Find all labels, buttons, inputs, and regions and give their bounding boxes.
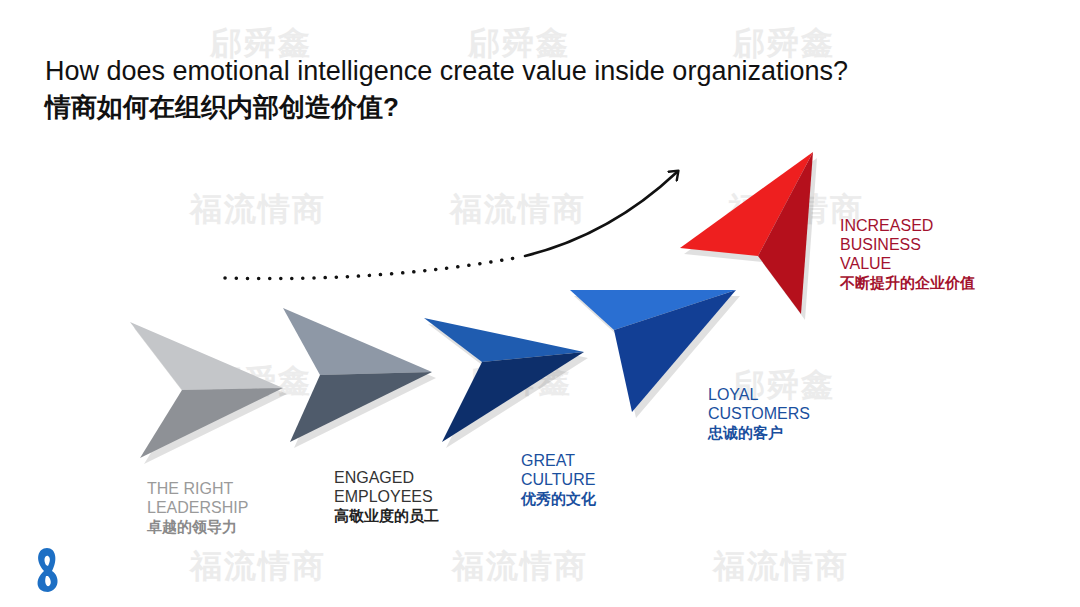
watermark: 福流情商 bbox=[713, 545, 849, 589]
stage-label-zh: 卓越的领导力 bbox=[147, 517, 237, 536]
arrow-bottom-face bbox=[758, 152, 813, 314]
logo-mark bbox=[45, 556, 51, 586]
subtitle: 情商如何在组织内部创造价值? bbox=[45, 90, 399, 125]
stage-label-zh: 不断提升的企业价值 bbox=[840, 273, 975, 292]
watermark: 福流情商 bbox=[190, 545, 326, 589]
arrow-node: INCREASED BUSINESS VALUE不断提升的企业价值 bbox=[675, 145, 977, 322]
stage-label: GREAT CULTURE bbox=[521, 451, 613, 489]
arrow-node: THE RIGHT LEADERSHIP卓越的领导力 bbox=[120, 300, 289, 538]
arrow-node: GREAT CULTURE优秀的文化 bbox=[420, 300, 615, 510]
arrow-bottom-face bbox=[140, 388, 283, 458]
dotted-trend bbox=[225, 258, 515, 279]
watermark: 福流情商 bbox=[190, 188, 326, 232]
stage-label: ENGAGED EMPLOYEES bbox=[334, 468, 446, 506]
arrow-top-face bbox=[130, 322, 283, 390]
stage-label: INCREASED BUSINESS VALUE bbox=[840, 216, 952, 273]
watermark: 福流情商 bbox=[450, 188, 586, 232]
stage-label: LOYAL CUSTOMERS bbox=[708, 385, 820, 423]
arrow-node: ENGAGED EMPLOYEES高敬业度的员工 bbox=[280, 300, 448, 527]
arrow-bottom-face bbox=[442, 352, 584, 442]
arrow-bottom-face bbox=[290, 372, 432, 442]
stage-label-zh: 忠诚的客户 bbox=[708, 423, 783, 442]
arrow-top-face bbox=[283, 308, 432, 375]
logo bbox=[38, 548, 58, 592]
arrow-node: LOYAL CUSTOMERS忠诚的客户 bbox=[560, 280, 822, 444]
stage-label: THE RIGHT LEADERSHIP bbox=[147, 479, 265, 517]
watermark: 福流情商 bbox=[452, 545, 588, 589]
stage-label-zh: 高敬业度的员工 bbox=[334, 506, 439, 525]
stage-label-zh: 优秀的文化 bbox=[521, 489, 596, 508]
title: How does emotional intelligence create v… bbox=[45, 56, 848, 87]
